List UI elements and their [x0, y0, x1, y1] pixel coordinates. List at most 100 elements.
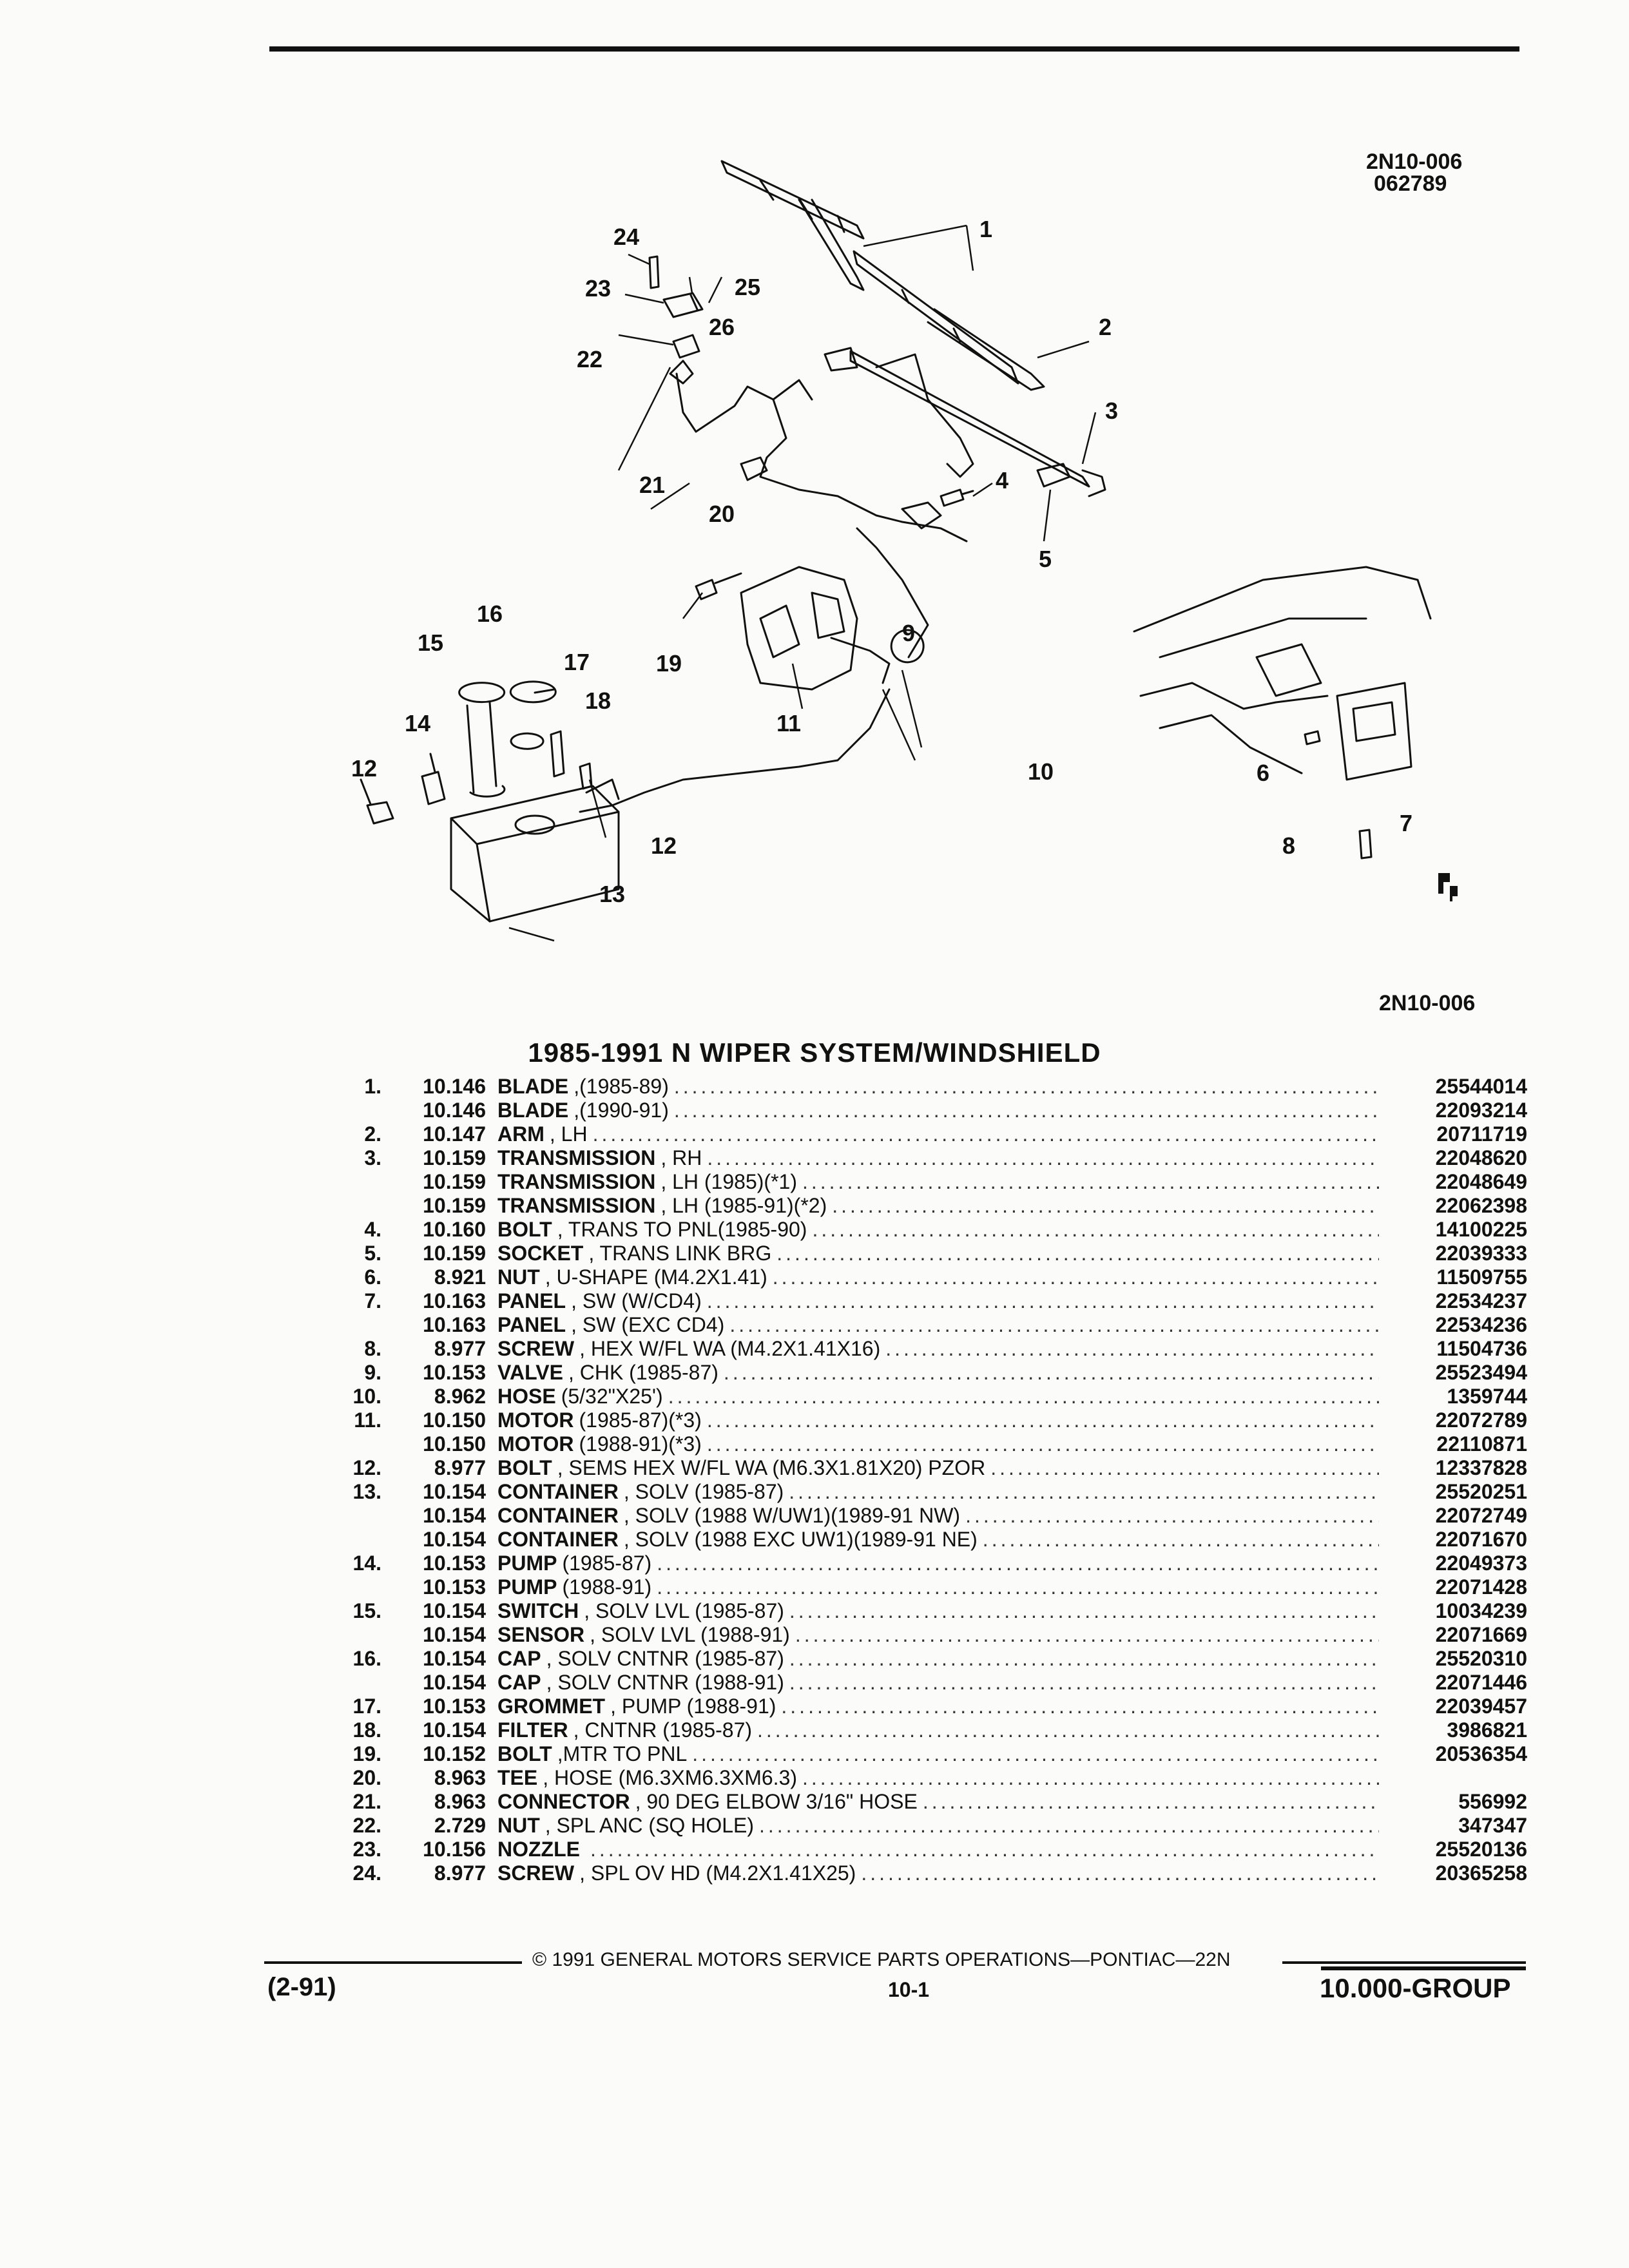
part-number: 20711719	[1436, 1122, 1527, 1146]
part-detail: , CHK (1985-87)	[568, 1361, 718, 1384]
part-description: NUT, U-SHAPE (M4.2X1.41)................…	[497, 1265, 1379, 1289]
part-detail: , SPL ANC (SQ HOLE)	[545, 1814, 754, 1837]
part-description: BOLT, TRANS TO PNL(1985-90).............…	[497, 1218, 1379, 1242]
callout-19: 19	[656, 650, 682, 677]
part-name: PANEL	[497, 1289, 566, 1312]
part-callout-number: 4.	[364, 1218, 381, 1241]
page-title: 1985-1991 N WIPER SYSTEM/WINDSHIELD	[528, 1037, 1101, 1068]
callout-6: 6	[1257, 760, 1269, 786]
part-description: BLADE,(1990-91).........................…	[497, 1099, 1379, 1122]
callout-3: 3	[1105, 398, 1118, 424]
part-detail: ,(1985-89)	[574, 1075, 669, 1098]
dot-leader: ........................................…	[706, 1432, 1379, 1456]
group-number: 10.000-GROUP	[1320, 1973, 1511, 2003]
part-callout-number: 17.	[352, 1695, 381, 1718]
part-detail: , LH	[549, 1122, 588, 1146]
part-callout-number: 5.	[364, 1242, 381, 1265]
gm-mark-logo	[1438, 873, 1458, 901]
callout-26: 26	[709, 314, 735, 340]
dot-leader: ........................................…	[757, 1718, 1379, 1742]
part-description: TRANSMISSION, LH (1985)(*1).............…	[497, 1170, 1379, 1194]
part-detail: , TRANS TO PNL(1985-90)	[557, 1218, 807, 1241]
part-number: 22072789	[1435, 1408, 1527, 1432]
nozzle	[662, 292, 704, 318]
dot-leader: ........................................…	[592, 1122, 1379, 1146]
part-description: SENSOR, SOLV LVL (1988-91)..............…	[497, 1623, 1379, 1647]
part-detail	[580, 1838, 585, 1861]
part-description: MOTOR(1985-87)(*3)......................…	[497, 1408, 1379, 1432]
part-name: SWITCH	[497, 1599, 579, 1622]
part-description: CONTAINER, SOLV (1988 EXC UW1)(1989-91 N…	[497, 1528, 1379, 1552]
dot-leader: ........................................…	[922, 1790, 1379, 1813]
part-description: VALVE, CHK (1985-87)....................…	[497, 1361, 1379, 1385]
callout-12-right: 12	[651, 832, 677, 859]
dot-leader: ........................................…	[673, 1075, 1379, 1098]
part-description: BOLT,MTR TO PNL.........................…	[497, 1742, 1379, 1766]
socket-trans-link	[1036, 463, 1071, 488]
part-number: 556992	[1458, 1790, 1527, 1813]
callout-24: 24	[613, 224, 639, 250]
part-detail: (5/32"X25')	[561, 1385, 663, 1408]
solvent-cap	[509, 680, 557, 704]
part-detail: (1988-91)	[562, 1575, 652, 1599]
diagram-callouts: 1 2 3 4 5 6 7 8 9 10 11 12 12 13 14 15 1…	[351, 216, 1412, 907]
part-name: NUT	[497, 1814, 540, 1837]
part-detail: , SOLV CNTNR (1988-91)	[546, 1671, 784, 1694]
part-number: 22534237	[1435, 1289, 1527, 1312]
part-description: PANEL, SW (W/CD4).......................…	[497, 1289, 1379, 1313]
part-callout-number: 22.	[352, 1814, 381, 1837]
part-callout-number: 8.	[364, 1337, 381, 1360]
part-detail: , LH (1985-91)(*2)	[660, 1194, 827, 1217]
part-name: MOTOR	[497, 1408, 574, 1432]
check-valve	[890, 629, 925, 664]
part-detail: , 90 DEG ELBOW 3/16" HOSE	[635, 1790, 918, 1813]
transmission-linkage	[849, 350, 1090, 488]
switch-panel	[1336, 682, 1412, 781]
dot-leader: ........................................…	[729, 1313, 1379, 1336]
part-name: VALVE	[497, 1361, 563, 1384]
dot-leader: ........................................…	[965, 1504, 1379, 1527]
part-group-number: 10.147	[423, 1122, 486, 1146]
part-name: PUMP	[497, 1575, 557, 1599]
part-description: PUMP(1985-87)...........................…	[497, 1552, 1379, 1575]
part-number: 22049373	[1435, 1552, 1527, 1575]
pump-grommet	[510, 732, 545, 750]
dot-leader: ........................................…	[990, 1456, 1379, 1479]
dot-leader: ........................................…	[812, 1218, 1379, 1241]
part-number: 22071670	[1435, 1528, 1527, 1551]
bolt-sems-right	[579, 762, 593, 790]
part-callout-number: 20.	[352, 1766, 381, 1789]
part-description: BOLT, SEMS HEX W/FL WA (M6.3X1.81X20) PZ…	[497, 1456, 1379, 1480]
part-group-number: 10.154	[423, 1599, 486, 1622]
part-number: 347347	[1458, 1814, 1527, 1837]
part-number: 1359744	[1447, 1385, 1527, 1408]
part-callout-number: 16.	[352, 1647, 381, 1670]
part-number: 25520136	[1435, 1838, 1527, 1861]
page-number: 10-1	[888, 1978, 930, 2001]
part-group-number: 8.977	[434, 1337, 486, 1360]
part-number: 20536354	[1435, 1742, 1527, 1765]
callout-7: 7	[1400, 810, 1412, 836]
part-group-number: 10.146	[423, 1075, 486, 1098]
part-description: SCREW, SPL OV HD (M4.2X1.41X25).........…	[497, 1861, 1379, 1885]
screw-ov-hd	[648, 255, 660, 289]
part-detail: , SOLV (1988 W/UW1)(1989-91 NW)	[623, 1504, 961, 1527]
part-group-number: 10.150	[423, 1408, 486, 1432]
callout-2: 2	[1099, 314, 1112, 340]
part-name: NOZZLE	[497, 1838, 580, 1861]
part-description: SCREW, HEX W/FL WA (M4.2X1.41X16).......…	[497, 1337, 1379, 1361]
